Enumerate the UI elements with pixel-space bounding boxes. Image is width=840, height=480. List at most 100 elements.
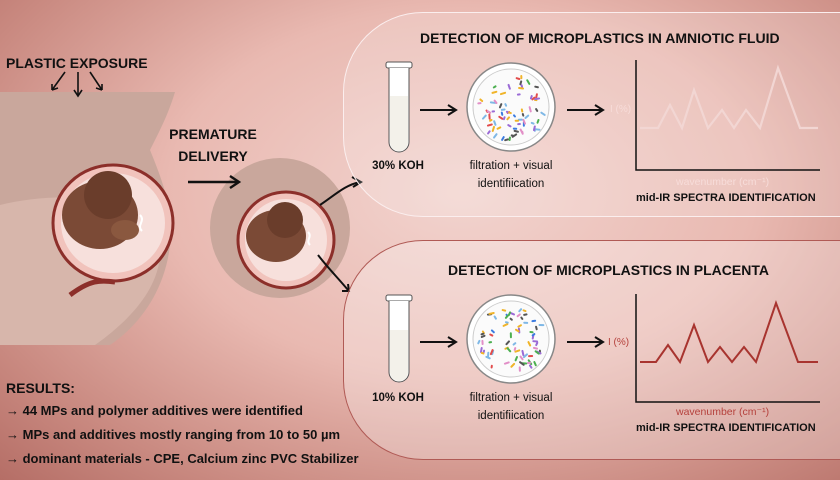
microplastic-particle [518,308,523,313]
microplastic-particle [513,347,517,351]
microplastic-particle [504,103,508,107]
microplastic-particle [524,114,530,119]
microplastic-particle [536,118,540,124]
amniotic-step-line2: identifiication [477,178,545,190]
microplastic-particle [506,347,512,353]
microplastic-particle [528,106,532,113]
microplastic-particle [486,123,493,127]
microplastic-particle [522,353,528,359]
microplastic-particle [529,95,533,100]
microplastic-particle [513,129,519,133]
microplastic-particle [480,351,485,355]
result-item-1: → 44 MPs and polymer additives were iden… [6,403,303,418]
amniotic-method-label: mid-IR SPECTRA IDENTIFICATION [636,192,816,204]
microplastic-particle [534,97,541,101]
microplastic-particle [489,349,494,356]
microplastic-particle [514,328,520,333]
microplastic-particle [485,355,491,360]
delivery-label: DELIVERY [178,148,248,164]
microplastic-particle [534,350,540,355]
microplastic-particle [517,324,522,328]
microplastic-particle [507,83,511,90]
microplastic-particle [540,111,546,116]
microplastic-particle [488,311,495,315]
microplastic-particle [510,362,516,368]
placenta-panel-title: DETECTION OF MICROPLASTICS IN PLACENTA [448,262,769,278]
microplastic-particle [504,138,509,142]
microplastic-particle [533,125,536,132]
placenta-step-line1: filtration + visual [469,392,553,404]
microplastic-particle [502,323,509,327]
microplastic-particle [528,364,533,369]
microplastic-particle [487,130,491,135]
placenta-test-tube-icon [385,294,413,383]
microplastic-particle [493,99,498,104]
microplastic-particle [480,334,486,338]
microplastic-particle [531,96,536,101]
amniotic-x-label: wavenumber (cm⁻¹) [676,176,770,188]
microplastic-particle [508,111,512,115]
placenta-filter-icon [466,294,556,384]
microplastic-particle [534,85,539,89]
results-heading: RESULTS: [6,380,75,396]
microplastic-particle [514,349,521,353]
microplastic-particle [493,315,497,320]
microplastic-particle [507,124,512,128]
amniotic-spectrum-axes [635,60,820,171]
microplastic-particle [479,98,484,103]
microplastic-particle [493,133,498,139]
microplastic-particle [505,340,510,346]
microplastic-particle [477,339,481,345]
result-item-3: → dominant materials - CPE, Calcium zinc… [6,451,359,466]
microplastic-particle [501,309,507,312]
microplastic-particle [489,101,497,104]
amniotic-filter-icon [466,62,556,152]
placenta-x-label: wavenumber (cm⁻¹) [676,406,770,418]
microplastic-particle [531,333,536,337]
microplastic-particle [519,355,524,361]
placenta-reagent-label: 10% KOH [372,392,424,404]
amniotic-panel-title: DETECTION OF MICROPLASTICS IN AMNIOTIC F… [420,30,780,46]
microplastic-particle [509,317,513,321]
microplastic-particle [507,311,512,317]
result-item-2: → MPs and additives mostly ranging from … [6,427,341,442]
microplastic-particle [498,115,504,120]
microplastic-particle [535,93,538,99]
microplastic-particle [491,125,496,132]
microplastic-particle [522,118,527,125]
plastic-exposure-label: PLASTIC EXPOSURE [6,55,148,71]
microplastic-particle [501,136,505,141]
microplastic-particle [490,329,495,334]
placenta-spectrum-axes [635,294,820,403]
placenta-step-line2: identifiication [477,410,545,422]
microplastic-particle [521,349,525,357]
microplastic-particle [499,91,507,96]
microplastic-particle [480,332,485,336]
microplastic-particle [535,108,539,112]
microplastic-particle [493,120,497,126]
microplastic-particle [519,80,523,86]
microplastic-particle [486,110,492,114]
microplastic-particle [498,103,503,109]
microplastic-particle [504,314,509,319]
microplastic-particle [514,355,519,362]
placenta-panel [343,240,840,460]
microplastic-particle [535,341,539,347]
microplastic-particle [503,361,510,365]
microplastic-particle [519,361,525,366]
amniotic-y-label: I (%) [610,104,632,115]
microplastic-particle [530,121,535,125]
microplastic-particle [516,313,521,318]
microplastic-particle [535,325,538,331]
microplastic-particle [527,341,532,347]
microplastic-particle [522,309,527,313]
amniotic-spectrum-line [640,64,818,131]
placenta-method-label: mid-IR SPECTRA IDENTIFICATION [636,422,816,434]
amniotic-fluid-panel [343,12,840,217]
microplastic-particle [491,90,498,94]
amniotic-reagent-label: 30% KOH [372,160,424,172]
placenta-spectrum-line [640,300,818,365]
